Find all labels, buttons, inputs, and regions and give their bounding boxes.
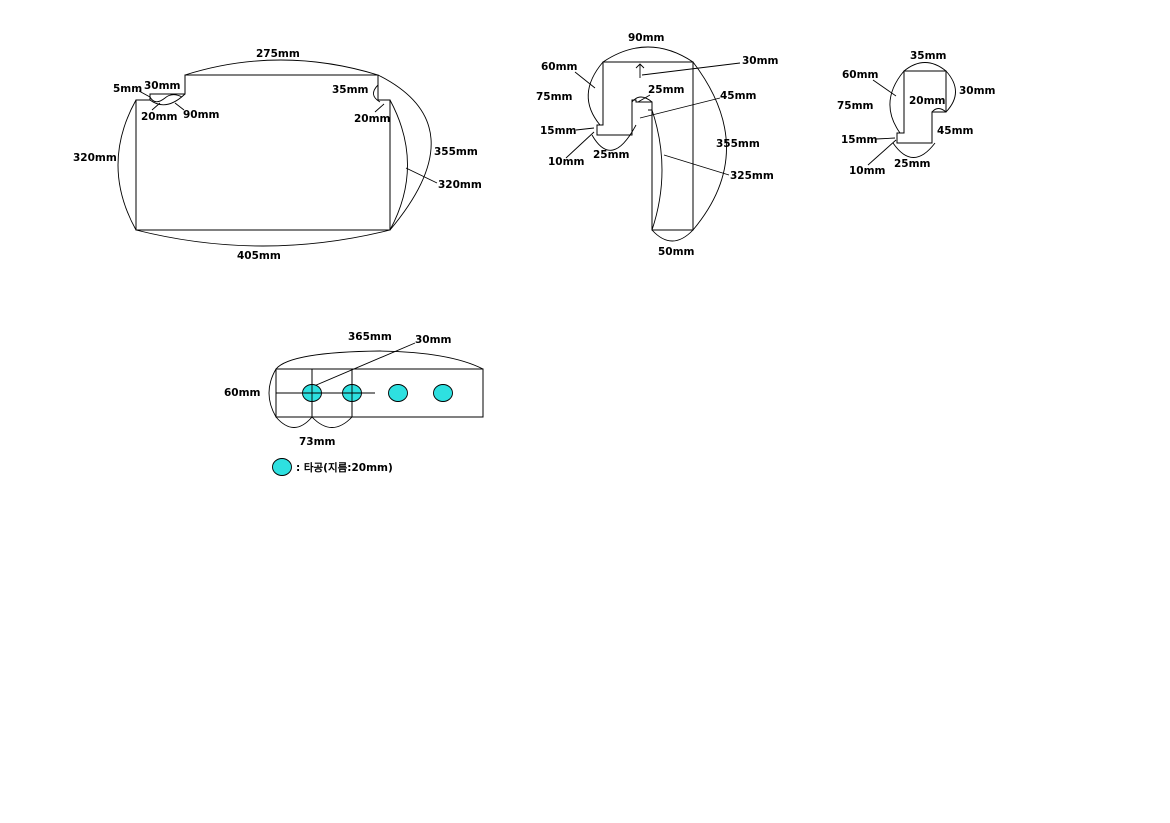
part-b: 90mm 30mm 60mm 75mm 25mm 45mm 15mm 10mm …	[536, 32, 779, 258]
part-a-left-label: 320mm	[73, 152, 117, 164]
part-b-leader-30mm	[641, 62, 741, 76]
part-a-notch-left-arc	[149, 94, 183, 103]
part-d-length-dim-arc	[275, 350, 484, 370]
part-c-bottom-small-label: 10mm	[849, 165, 886, 177]
part-c-outline	[896, 70, 947, 144]
part-b-leader-45mm	[639, 97, 721, 119]
part-b-left-upper-label: 60mm	[541, 61, 578, 73]
part-c: 35mm 30mm 60mm 75mm 20mm 45mm 15mm 10mm …	[837, 50, 996, 177]
part-d-length-label: 365mm	[348, 331, 392, 343]
hole-group	[302, 384, 453, 402]
part-c-top-label: 35mm	[910, 50, 947, 62]
part-b-right-outer-dim-arc	[692, 61, 727, 231]
part-b-leader-325mm	[663, 154, 730, 176]
part-b-notch-a-label: 25mm	[648, 84, 685, 96]
part-b-top-label: 90mm	[628, 32, 665, 44]
part-a-top-dim-arc	[184, 59, 379, 76]
hole-3	[388, 384, 408, 402]
part-a-right-inner-label: 320mm	[438, 179, 482, 191]
part-b-left-small-label: 15mm	[540, 125, 577, 137]
part-b-notch-top-arc	[631, 96, 653, 103]
part-a-outline	[135, 74, 391, 231]
part-c-right-label: 30mm	[959, 85, 996, 97]
part-a-top-label: 275mm	[256, 48, 300, 60]
part-a-notch-left-radius-label: 20mm	[141, 111, 178, 123]
part-b-leader-25mm-top	[637, 94, 651, 103]
part-d: 365mm 30mm 60mm 73mm	[224, 331, 484, 448]
part-c-inner-label: 20mm	[909, 95, 946, 107]
part-d-hole-offset-label: 30mm	[415, 334, 452, 346]
part-b-leader-10mm	[565, 131, 595, 159]
part-a-leader-90mm	[174, 102, 185, 111]
part-a-leader-20mm-right	[374, 103, 385, 113]
part-a-right-outer-label: 355mm	[434, 146, 478, 158]
hole-1-crosshair	[302, 384, 322, 402]
part-a-bottom-label: 405mm	[237, 250, 281, 262]
part-b-right-inner-label: 325mm	[730, 170, 774, 182]
part-a-notch-left-width-label: 30mm	[144, 80, 181, 92]
part-b-left-dim-arc	[587, 61, 604, 126]
part-b-top-right-label: 30mm	[742, 55, 779, 67]
part-c-right-dim-arc	[945, 70, 956, 113]
part-b-bottom-label: 50mm	[658, 246, 695, 258]
part-c-top-dim-arc	[903, 62, 947, 72]
part-c-notch-arc	[931, 108, 947, 113]
part-d-leader-30mm	[313, 342, 416, 387]
part-c-bottom-label: 25mm	[894, 158, 931, 170]
part-c-left-mid-label: 75mm	[837, 100, 874, 112]
part-c-bottom-dim-arc	[892, 142, 936, 158]
part-c-leader-15mm	[875, 137, 896, 140]
part-a-notch-right-radius-label: 20mm	[354, 113, 391, 125]
part-b-top-dim-arc	[602, 46, 694, 63]
part-a-notch-right-arc	[373, 84, 381, 103]
part-a: 275mm 405mm 320mm 5mm 30mm 20mm 90mm 35m…	[73, 48, 482, 262]
part-b-bottom-dim-arc	[651, 229, 694, 242]
part-a-right-outer-dim-arc	[377, 74, 432, 231]
legend: : 타공(지름:20mm)	[272, 458, 393, 476]
legend-label: : 타공(지름:20mm)	[296, 461, 393, 474]
part-b-inner-arrow	[635, 63, 645, 78]
part-c-left-upper-label: 60mm	[842, 69, 879, 81]
part-a-left-dim-arc	[117, 99, 137, 231]
part-a-leader-20mm-left	[151, 102, 161, 111]
part-b-bottom-small-label: 10mm	[548, 156, 585, 168]
legend-hole-icon	[272, 458, 292, 476]
part-c-leader-10mm	[867, 139, 897, 166]
part-a-leader-5mm	[138, 90, 151, 98]
part-b-right-inner-dim-arc	[651, 109, 663, 231]
part-d-height-dim-arc	[268, 368, 277, 418]
part-c-left-dim-arc	[889, 70, 905, 134]
part-b-notch-bottom-label: 25mm	[593, 149, 630, 161]
part-b-notch-dim-arc	[591, 124, 637, 151]
part-c-notch-right-label: 45mm	[937, 125, 974, 137]
part-d-pitch-arc-2	[311, 416, 353, 428]
part-b-left-mid-label: 75mm	[536, 91, 573, 103]
part-a-notch-span-arc	[149, 93, 186, 106]
part-c-leader-60mm	[872, 79, 897, 97]
hole-2-crosshair	[342, 384, 362, 402]
part-a-bottom-dim-arc	[135, 229, 391, 247]
part-b-leader-60mm	[574, 71, 596, 89]
part-d-pitch-arc-1	[275, 416, 313, 428]
part-d-pitch-label: 73mm	[299, 436, 336, 448]
part-b-right-outer-label: 355mm	[716, 138, 760, 150]
part-d-height-label: 60mm	[224, 387, 261, 399]
part-a-notch-right-width-label: 35mm	[332, 84, 369, 96]
part-c-left-small-label: 15mm	[841, 134, 878, 146]
part-a-right-inner-dim-arc	[389, 99, 408, 231]
part-b-inner-step	[648, 102, 653, 111]
part-a-notch-left-span-label: 90mm	[183, 109, 220, 121]
part-b-leader-15mm	[575, 127, 595, 131]
part-a-leader-320mm-right	[405, 167, 438, 184]
part-b-notch-b-label: 45mm	[720, 90, 757, 102]
part-a-notch-left-depth-label: 5mm	[113, 83, 142, 95]
hole-4	[433, 384, 453, 402]
